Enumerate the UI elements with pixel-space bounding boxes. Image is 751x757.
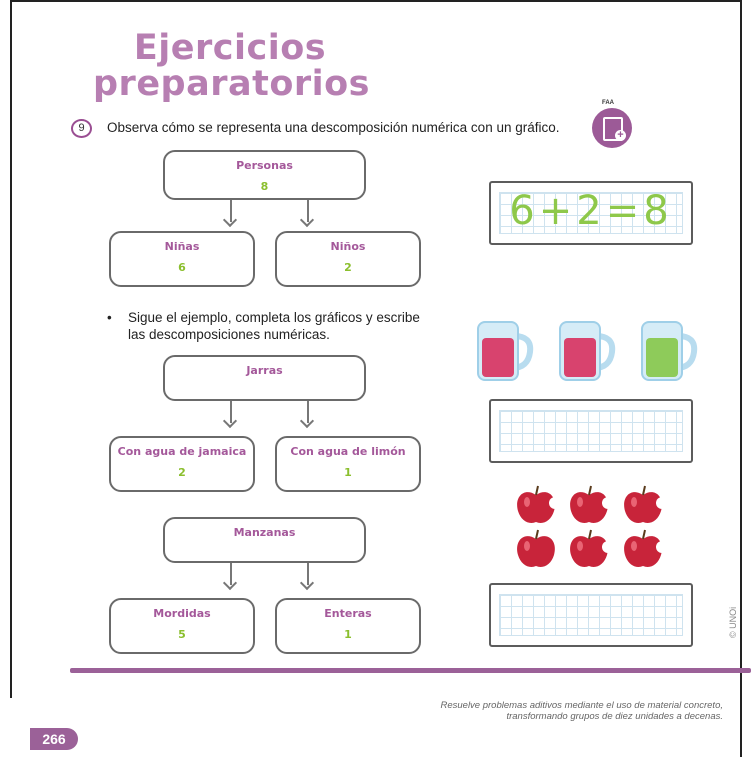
manzanas-right-box: Enteras 1 <box>275 598 421 654</box>
page-number: 266 <box>30 728 78 750</box>
example-right-box: Niños 2 <box>275 231 421 287</box>
bitten-apple-icon <box>517 485 558 523</box>
apple-icon <box>517 529 555 567</box>
manzanas-right-label: Enteras <box>324 607 372 620</box>
example-left-box: Niñas 6 <box>109 231 255 287</box>
divider <box>70 668 751 673</box>
footer-line-2: transformando grupos de diez unidades a … <box>506 711 723 722</box>
jarras-top-box: Jarras <box>163 355 366 401</box>
jarras-right-label: Con agua de limón <box>290 445 406 458</box>
bitten-apple-icon <box>624 485 665 523</box>
manzanas-top-box: Manzanas <box>163 517 366 563</box>
title-line-2: preparatorios <box>93 64 371 104</box>
notebook-icon <box>603 117 623 141</box>
jarras-left-value: 2 <box>178 466 186 479</box>
jarras-answer-box[interactable] <box>489 399 693 463</box>
frame-right <box>740 0 742 757</box>
footer-text: Resuelve problemas aditivos mediante el … <box>440 700 723 722</box>
example-top-label: Personas <box>236 159 293 172</box>
example-left-label: Niñas <box>164 240 200 253</box>
arrow-down <box>307 563 309 585</box>
example-top-value: 8 <box>260 180 269 193</box>
jarras-right-box: Con agua de limón 1 <box>275 436 421 492</box>
question-number: 9 <box>71 119 92 138</box>
grid-lines <box>499 594 683 636</box>
jarras-top-label: Jarras <box>246 364 283 377</box>
arrow-down <box>307 200 309 222</box>
example-right-value: 2 <box>344 261 352 274</box>
notebook-plus-icon[interactable]: + <box>592 108 632 148</box>
arrow-down <box>230 401 232 423</box>
instruction-line-1: Sigue el ejemplo, completa los gráficos … <box>128 310 420 325</box>
faa-label: FAA <box>602 100 614 106</box>
manzanas-left-label: Mordidas <box>153 607 211 620</box>
example-right-label: Niños <box>330 240 366 253</box>
arrow-down <box>307 401 309 423</box>
grid-lines <box>499 192 683 234</box>
title-line-1: Ejercicios <box>133 28 327 68</box>
jarras-left-box: Con agua de jamaica 2 <box>109 436 255 492</box>
example-equation: 6+2=8 <box>509 188 673 234</box>
example-left-value: 6 <box>178 261 186 274</box>
jarras-right-value: 1 <box>344 466 352 479</box>
example-equation-box: 6+2=8 <box>489 181 693 245</box>
bitten-apple-icon <box>570 485 611 523</box>
grid-lines <box>499 410 683 452</box>
page-title: Ejercicios preparatorios <box>93 28 371 104</box>
bitten-apple-icon <box>624 529 665 567</box>
jar-limon-icon <box>641 321 698 381</box>
frame-left <box>10 0 12 698</box>
example-top-box: Personas 8 <box>163 150 366 200</box>
instruction-line-2: las descomposiciones numéricas. <box>128 327 330 342</box>
jar-jamaica-icon <box>477 321 534 381</box>
bullet-dot: • <box>107 310 112 325</box>
manzanas-left-box: Mordidas 5 <box>109 598 255 654</box>
question-text: Observa cómo se representa una descompos… <box>107 120 560 135</box>
manzanas-top-label: Manzanas <box>233 526 296 539</box>
manzanas-left-value: 5 <box>178 628 186 641</box>
manzanas-answer-box[interactable] <box>489 583 693 647</box>
jarras-left-label: Con agua de jamaica <box>117 445 247 458</box>
jar-jamaica-icon <box>559 321 616 381</box>
arrow-down <box>230 200 232 222</box>
footer-line-1: Resuelve problemas aditivos mediante el … <box>440 700 723 711</box>
bitten-apple-icon <box>570 529 611 567</box>
manzanas-right-value: 1 <box>344 628 352 641</box>
plus-icon: + <box>615 130 626 141</box>
arrow-down <box>230 563 232 585</box>
frame-top <box>10 0 740 2</box>
copyright: © UNOi <box>728 606 738 638</box>
